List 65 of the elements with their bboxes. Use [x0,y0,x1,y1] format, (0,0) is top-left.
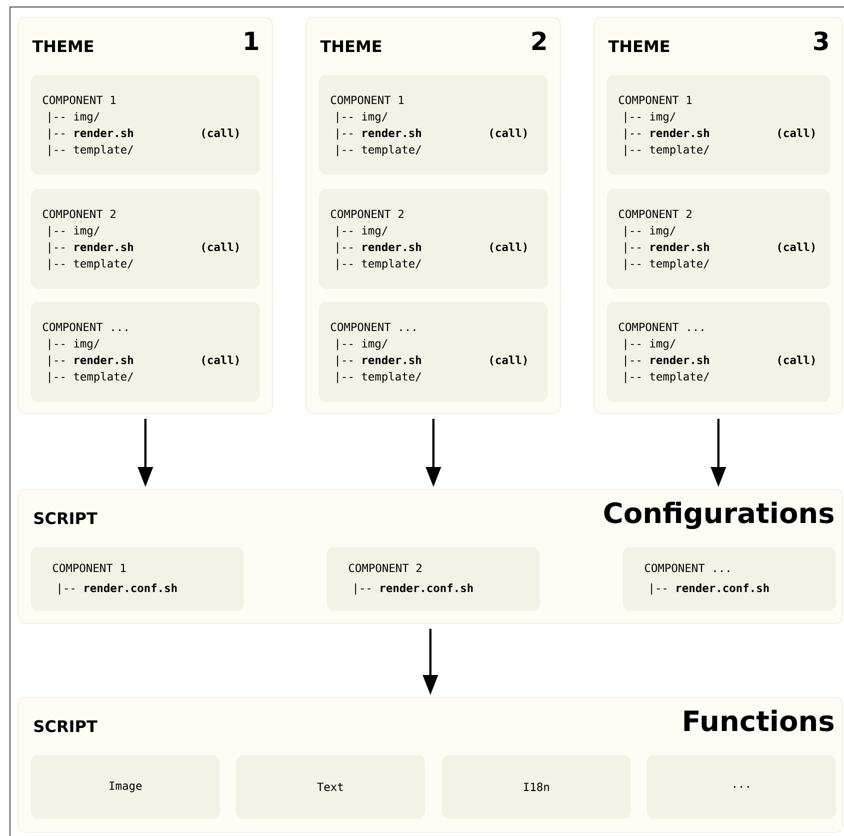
component-name: COMPONENT 1 [618,96,692,104]
function-name: ... [734,786,749,788]
file-entry: |-- template/ [49,258,133,270]
file-entry: |-- template/ [49,144,133,156]
script-heading: SCRIPT [34,512,98,524]
theme-number: 3 [814,31,828,50]
section-title: Functions [684,710,834,732]
file-entry: |-- img/ [625,112,676,124]
file-entry: |-- img/ [337,338,388,350]
file-entry: |-- img/ [49,226,100,238]
theme-heading: THEME [320,40,382,52]
call-note: (call) [202,128,239,138]
call-note: (call) [490,356,527,366]
file-entry: |-- img/ [49,338,100,350]
file-entry: |-- template/ [337,258,421,270]
section-title: Configurations [604,502,834,530]
file-entry: |-- img/ [337,226,388,238]
component-name: COMPONENT 2 [618,210,692,218]
theme-heading: THEME [608,40,670,52]
file-entry: |-- render.sh [49,355,133,367]
file-entry: |-- template/ [625,144,709,156]
component-name: COMPONENT ... [618,322,704,332]
function-name: Image [110,782,142,792]
theme-number: 2 [532,31,546,50]
component-name: COMPONENT 1 [330,96,404,104]
file-entry: |-- render.conf.sh [651,583,769,595]
component-name: COMPONENT 2 [42,210,116,218]
function-name: I18n [524,782,549,792]
call-note: (call) [490,128,527,138]
file-entry: |-- img/ [49,112,100,124]
file-entry: |-- render.sh [337,355,421,367]
call-note: (call) [202,356,239,366]
file-entry: |-- render.sh [625,242,709,254]
component-name: COMPONENT 1 [52,564,126,572]
component-name: COMPONENT ... [644,564,730,572]
file-entry: |-- render.conf.sh [59,583,177,595]
file-entry: |-- render.sh [49,242,133,254]
file-entry: |-- template/ [625,372,709,384]
component-name: COMPONENT 2 [330,210,404,218]
file-entry: |-- render.conf.sh [355,583,473,595]
file-entry: |-- template/ [625,258,709,270]
call-note: (call) [202,242,239,252]
file-entry: |-- template/ [337,144,421,156]
call-note: (call) [490,242,527,252]
file-entry: |-- render.sh [337,128,421,140]
file-entry: |-- template/ [49,372,133,384]
file-entry: |-- render.sh [625,355,709,367]
file-entry: |-- render.sh [49,128,133,140]
function-name: Text [317,782,343,792]
file-entry: |-- template/ [337,372,421,384]
call-note: (call) [778,356,815,366]
file-entry: |-- img/ [625,226,676,238]
component-name: COMPONENT 1 [42,96,116,104]
component-name: COMPONENT ... [330,322,416,332]
file-entry: |-- render.sh [337,242,421,254]
file-entry: |-- img/ [625,338,676,350]
theme-heading: THEME [32,40,94,52]
file-entry: |-- img/ [337,112,388,124]
script-heading: SCRIPT [34,720,98,732]
component-name: COMPONENT 2 [348,564,422,572]
call-note: (call) [778,242,815,252]
call-note: (call) [778,128,815,138]
component-name: COMPONENT ... [42,322,128,332]
file-entry: |-- render.sh [625,128,709,140]
theme-number: 1 [245,32,258,50]
